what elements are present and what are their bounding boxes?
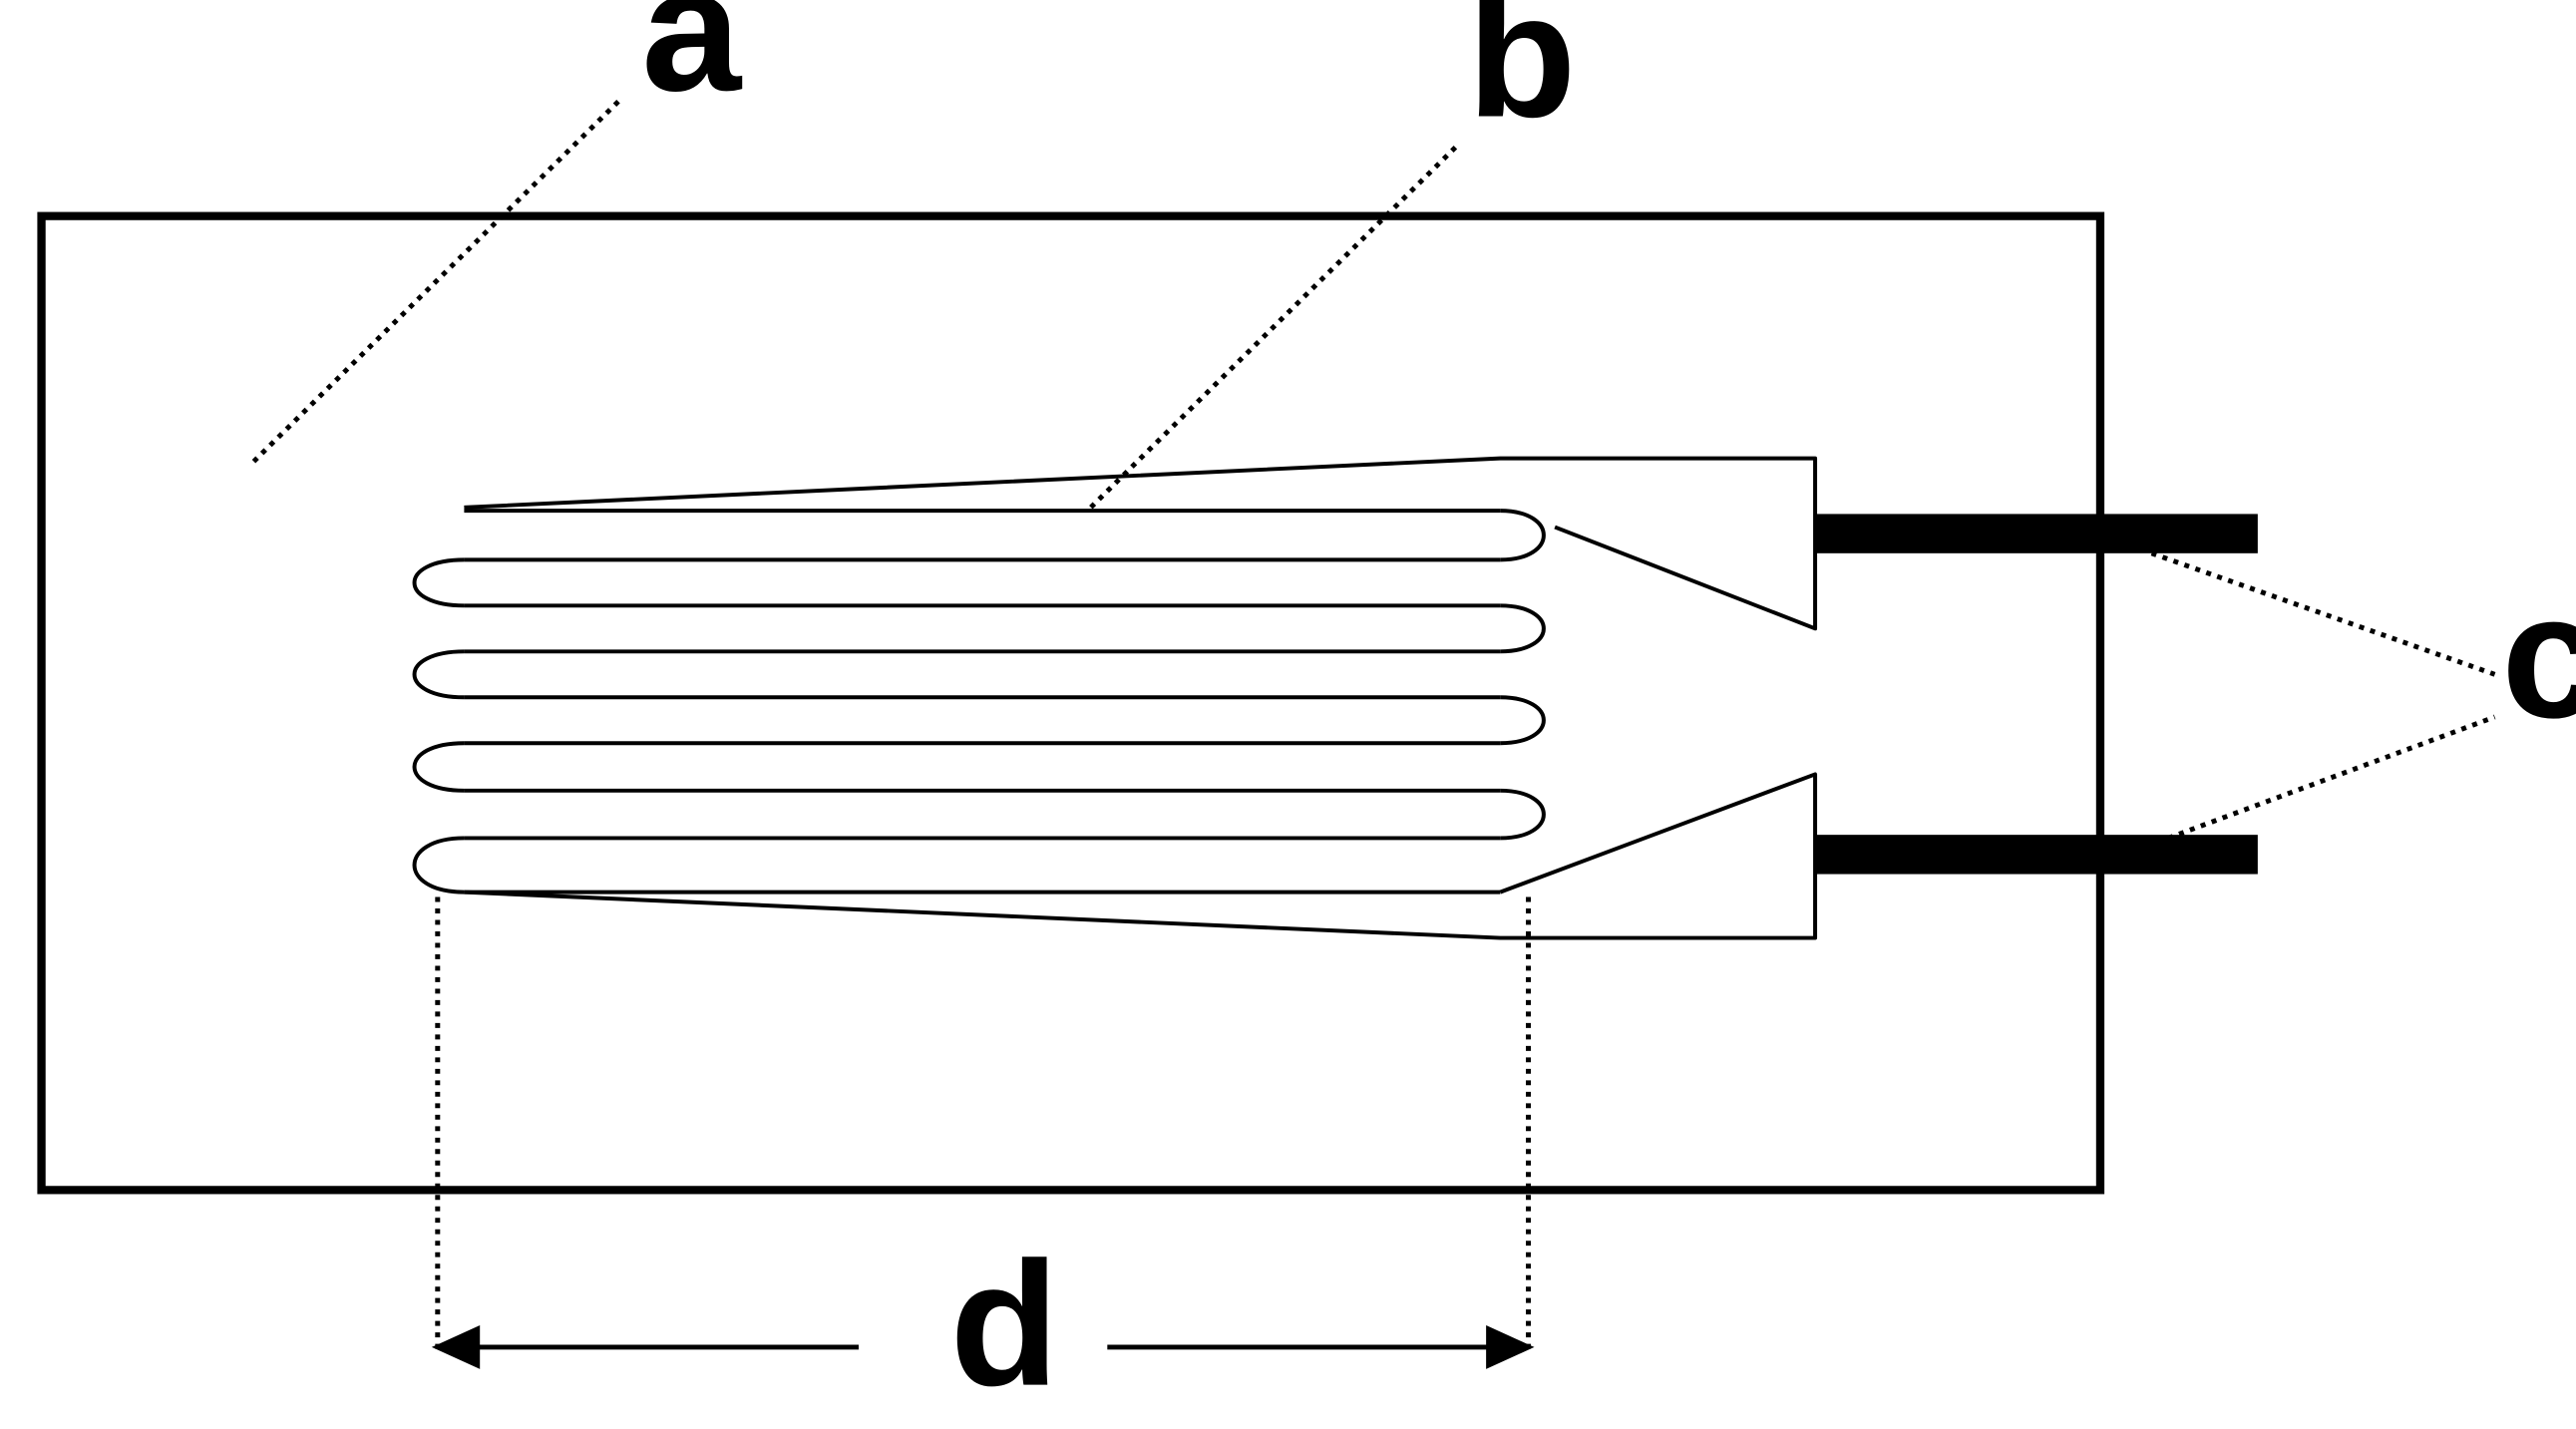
- lead-wire-bottom: [1815, 835, 2258, 875]
- dimension-extension-lines: [435, 896, 1532, 1352]
- leader-lines: [251, 100, 2496, 841]
- label-a: a: [641, 0, 743, 128]
- dimension-arrowhead-right: [1486, 1325, 1535, 1369]
- grid-loop-right-3: [1500, 695, 1546, 746]
- carrier-backing: [37, 211, 2105, 1195]
- grid-loop-left-3: [412, 741, 465, 793]
- dimension-arrow: [431, 1325, 1535, 1369]
- conductor-grid: [412, 456, 1818, 940]
- grid-loop-left-2: [412, 649, 465, 700]
- leader-line-a: [251, 100, 620, 464]
- leader-line-c-bottom: [2167, 714, 2496, 841]
- lower-tab-outline: [464, 772, 1818, 940]
- grid-loop-right-2: [1500, 603, 1546, 654]
- grid-loop-right-4: [1500, 788, 1546, 841]
- upper-tab-outline: [464, 456, 1818, 631]
- leader-line-b: [1088, 145, 1458, 510]
- label-d: d: [949, 1226, 1059, 1423]
- dimension-arrowhead-left: [431, 1325, 481, 1369]
- label-c: c: [2501, 557, 2576, 755]
- label-b: b: [1467, 0, 1577, 154]
- grid-loop-left-1: [412, 557, 465, 608]
- grid-loop-left-4: [412, 836, 465, 894]
- leader-line-c-top: [2150, 550, 2496, 677]
- grid-loop-right-1: [1500, 509, 1546, 562]
- lead-wire-top: [1815, 514, 2258, 553]
